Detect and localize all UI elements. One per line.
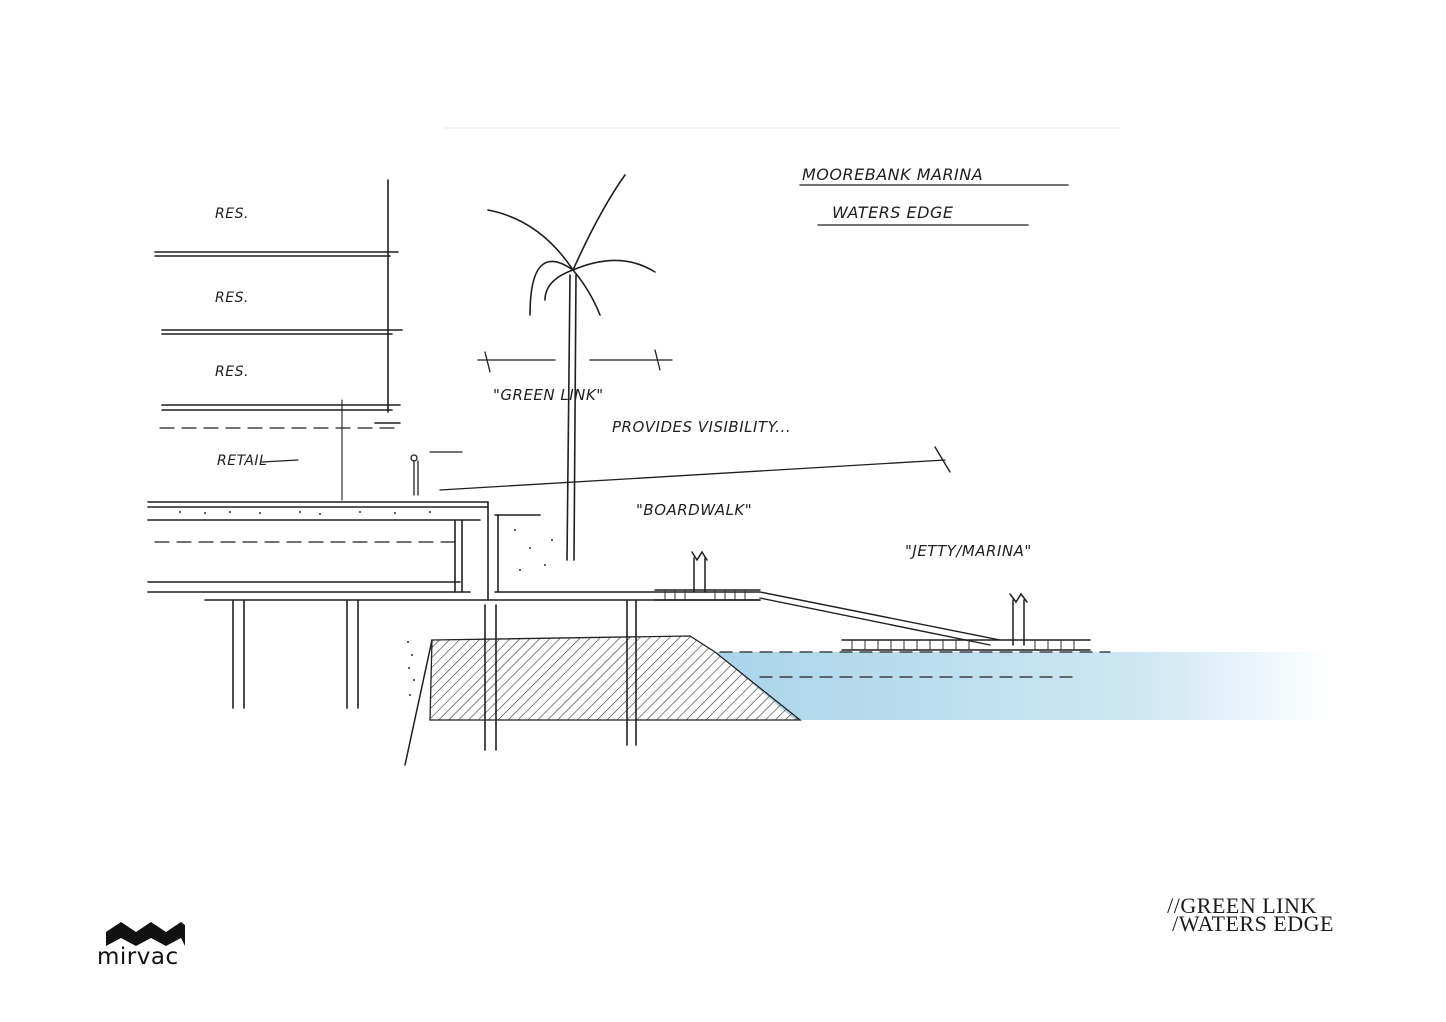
embankment xyxy=(429,635,802,721)
annotation-green-link: "GREEN LINK" xyxy=(493,386,604,404)
mirvac-logo-icon xyxy=(106,922,185,946)
title-line-waters-edge: /WATERS EDGE xyxy=(1172,911,1334,936)
palm-tree xyxy=(487,174,656,561)
water-lines xyxy=(719,651,1111,678)
podium-slab xyxy=(147,501,761,601)
brand-wordmark: mirvac xyxy=(97,944,179,970)
visibility-line xyxy=(439,459,946,491)
slab-stipple xyxy=(179,511,553,571)
annotation-jetty-marina: "JETTY/MARINA" xyxy=(905,542,1032,560)
water-body xyxy=(715,652,1330,720)
sketch-title-line1: MOOREBANK MARINA xyxy=(802,165,983,184)
deck-boards xyxy=(664,590,1075,650)
piles xyxy=(232,599,637,751)
green-link-dimension xyxy=(477,349,673,373)
level-label-res-2: RES. xyxy=(215,290,249,306)
light-post-1 xyxy=(691,550,708,593)
boardwalk xyxy=(654,589,1091,651)
person-figure xyxy=(410,454,419,496)
sketch-title-line2: WATERS EDGE xyxy=(832,203,954,222)
level-label-retail: RETAIL xyxy=(217,453,267,469)
building-floors xyxy=(154,179,403,501)
level-label-res-3: RES. xyxy=(215,364,249,380)
light-post-2 xyxy=(1009,592,1028,646)
annotation-visibility: PROVIDES VISIBILITY... xyxy=(612,418,791,436)
stipple-left xyxy=(407,641,415,696)
title-block: //GREEN LINK /WATERS EDGE xyxy=(1167,893,1334,936)
annotation-boardwalk: "BOARDWALK" xyxy=(636,501,752,519)
title-line-green-link: //GREEN LINK xyxy=(1167,893,1317,918)
level-label-res-1: RES. xyxy=(215,206,249,222)
